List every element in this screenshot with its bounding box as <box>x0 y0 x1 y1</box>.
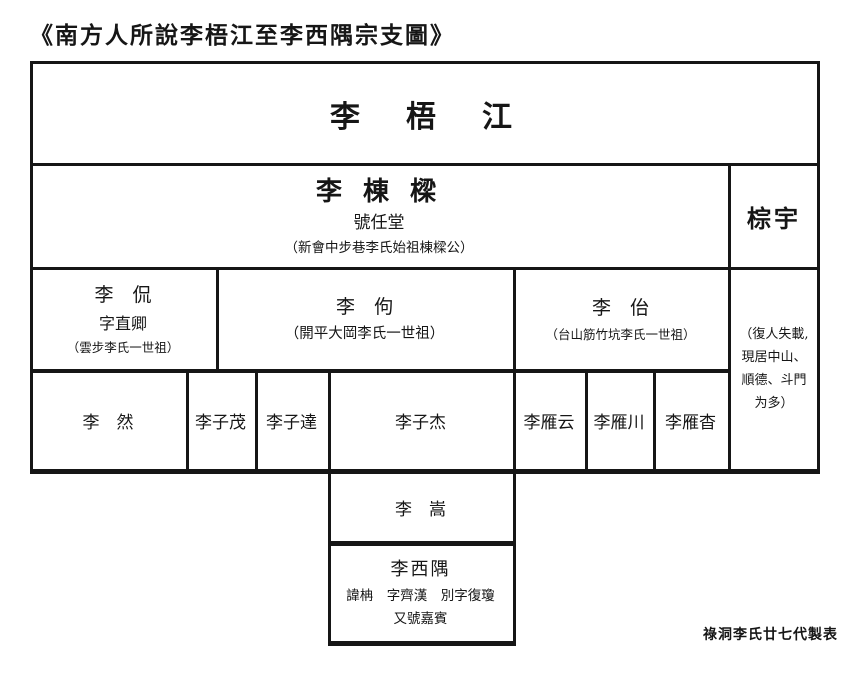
box-divider <box>328 541 516 546</box>
column-divider <box>216 267 219 373</box>
person-name: 李 佝 <box>335 296 393 318</box>
person-studio-name: 號任堂 <box>353 212 405 233</box>
note-line: 为多） <box>754 396 794 411</box>
person-name: 李 梧 江 <box>330 99 520 135</box>
cell-li-xiyu: 李西隅 諱柟 字齊漢 別字復瓊 又號嘉賓 <box>331 546 510 640</box>
cell-li-yi: 李 佁 （台山筋竹坑李氏一世祖） <box>516 270 725 368</box>
column-divider <box>186 369 189 474</box>
column-divider <box>728 163 731 474</box>
page-title: 《南方人所說李梧江至李西隅宗支圖》 <box>30 22 455 49</box>
person-note: （新會中步巷李氏始祖棟樑公） <box>284 239 474 256</box>
person-name: 李 然 <box>82 413 134 433</box>
person-note: （開平大岡李氏一世祖） <box>284 326 445 342</box>
note-line: 順德、斗門 <box>741 373 807 388</box>
footer-note: 祿洞李氏廿七代製表 <box>703 627 838 643</box>
person-name: 李西隅 <box>390 559 451 580</box>
person-name: 李 侃 <box>94 284 152 306</box>
column-divider <box>585 369 588 474</box>
person-alias-detail: 又號嘉賓 <box>393 611 448 627</box>
cell-li-yanchuan: 李雁川 <box>588 373 650 468</box>
column-divider <box>513 267 516 646</box>
table-bottom-border <box>30 469 820 474</box>
person-name: 李雁杳 <box>665 413 716 433</box>
cell-li-ran: 李 然 <box>33 373 183 468</box>
cell-li-kan: 李 侃 字直卿 （雲步李氏一世祖） <box>33 270 213 368</box>
table-left-border <box>30 61 33 474</box>
person-name: 李雁川 <box>593 413 645 433</box>
person-name: 李 佁 <box>591 297 649 319</box>
row-divider <box>30 267 820 270</box>
person-name: 李雁云 <box>523 413 575 433</box>
cell-li-yanyao: 李雁杳 <box>656 373 725 468</box>
person-names-detail: 諱柟 字齊漢 別字復瓊 <box>346 588 495 604</box>
person-name: 李子茂 <box>195 413 246 433</box>
cell-zongyu: 棕宇 <box>731 166 817 266</box>
box-bottom-border <box>328 641 516 646</box>
cell-li-song: 李 嵩 <box>331 474 510 540</box>
cell-li-zimao: 李子茂 <box>189 373 252 468</box>
person-name: 李 嵩 <box>395 499 446 520</box>
row-divider <box>30 163 820 166</box>
person-courtesy-name: 字直卿 <box>98 314 147 333</box>
column-divider <box>328 369 331 646</box>
note-line: 現居中山、 <box>741 350 807 365</box>
cell-li-zida: 李子達 <box>258 373 325 468</box>
column-divider <box>255 369 258 474</box>
table-right-border <box>817 61 820 474</box>
cell-li-wujiang: 李 梧 江 <box>33 64 817 163</box>
person-name: 李子杰 <box>395 413 446 433</box>
cell-li-zijie: 李子杰 <box>331 373 510 468</box>
cell-li-gou: 李 佝 （開平大岡李氏一世祖） <box>219 270 510 368</box>
person-name: 李 棟 樑 <box>315 176 443 207</box>
cell-descendants-note: （復人失載, 現居中山、 順德、斗門 为多） <box>731 270 817 468</box>
person-name: 棕宇 <box>747 203 801 233</box>
column-divider <box>653 369 656 474</box>
table-top-border <box>30 61 820 64</box>
cell-li-yanyun: 李雁云 <box>516 373 582 468</box>
person-name: 李子達 <box>266 413 317 433</box>
note-line: （復人失載, <box>739 327 809 342</box>
row-divider <box>30 369 731 373</box>
person-note: （雲步李氏一世祖） <box>66 340 180 355</box>
person-note: （台山筋竹坑李氏一世祖） <box>545 327 696 342</box>
cell-li-dongliang: 李 棟 樑 號任堂 （新會中步巷李氏始祖棟樑公） <box>33 166 725 266</box>
